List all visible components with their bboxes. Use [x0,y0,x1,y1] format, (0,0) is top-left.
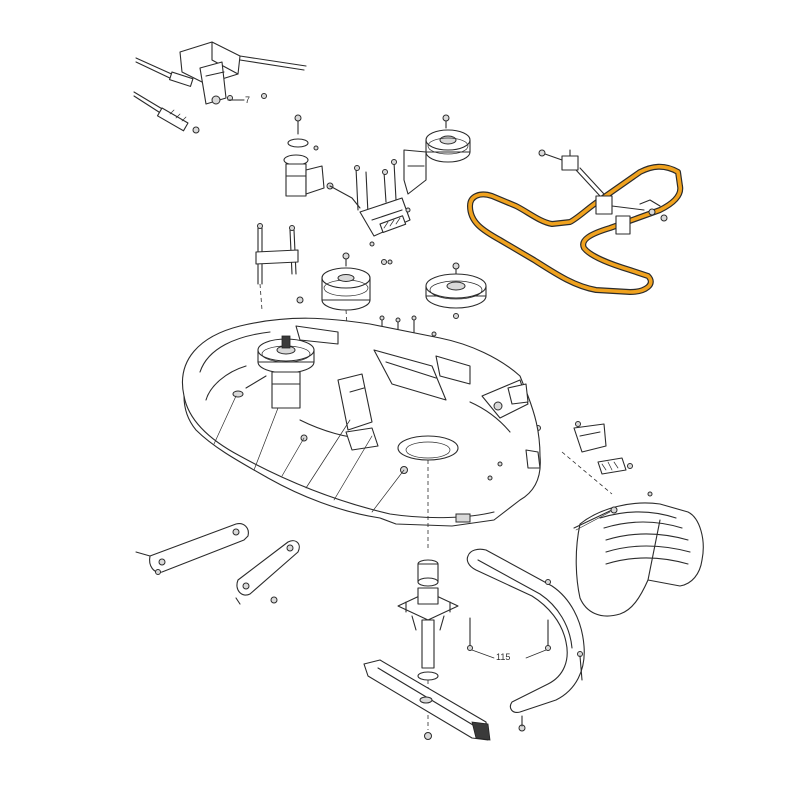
discharge-chute[interactable] [573,491,704,617]
deck-spindle-left[interactable] [232,335,315,409]
callout-7: 7 [245,95,250,105]
deck-spindle-opening [300,373,459,474]
callout-115: 115 [496,652,510,662]
spindle-assembly[interactable] [397,460,459,740]
idler-arm-assembly[interactable] [354,149,427,265]
idler-pulley-top[interactable] [425,114,471,163]
deck-belt[interactable] [467,163,684,295]
pulley-right[interactable] [381,259,487,319]
idler-pivot-bracket[interactable] [283,114,361,209]
lift-arm-front[interactable] [135,523,249,575]
lift-linkage-assembly[interactable]: 7 [133,41,307,134]
belt-guide-bracket[interactable] [538,149,668,235]
belt-path [467,163,684,295]
belt-highlight [468,164,683,294]
baffle-bracket[interactable] [561,421,633,495]
leader-lines-deck [213,395,405,513]
deck-rods[interactable] [255,223,299,311]
lift-arm-rear[interactable] [235,540,300,605]
mower-blade[interactable] [363,659,491,741]
belt-shield[interactable]: 115 [466,548,585,732]
pulley-left-stacked[interactable] [321,252,371,341]
